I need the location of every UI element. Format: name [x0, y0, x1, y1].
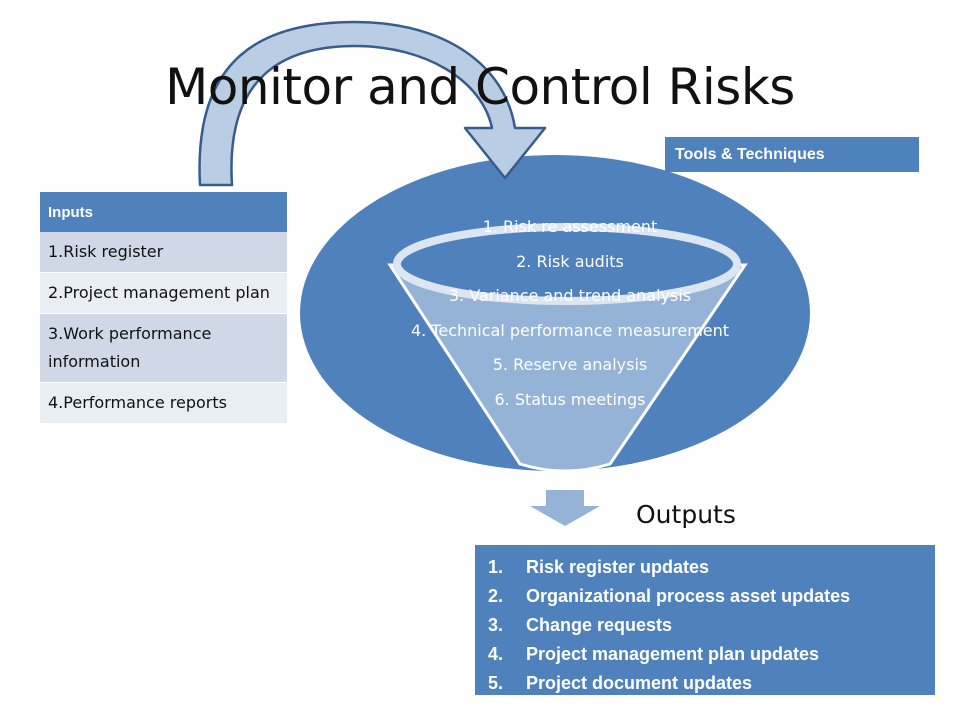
funnel-shape	[387, 263, 748, 473]
input-row: 4.Performance reports	[40, 382, 287, 424]
output-item: 3.Change requests	[488, 615, 673, 635]
tool-item: 2. Risk audits	[516, 251, 624, 271]
input-row: 2.Project management plan	[40, 272, 287, 314]
tool-item: 1. Risk re assessment	[482, 217, 658, 236]
outputs-heading: Outputs	[636, 500, 736, 529]
output-item: 2.Organizational process asset updates	[488, 586, 851, 606]
curved-arrow-icon	[198, 20, 547, 187]
funnel-rim	[393, 223, 741, 305]
inputs-table: Inputs 1.Risk register 2.Project managem…	[40, 192, 287, 424]
tool-item: 5. Reserve analysis	[492, 355, 648, 375]
inputs-header-row: Inputs	[40, 192, 287, 232]
input-item: 2.Project management plan	[40, 272, 287, 314]
down-arrow-icon	[530, 490, 600, 526]
tools-techniques-list: 1. Risk re assessment 2. Risk audits 3. …	[340, 212, 800, 420]
output-item: 5.Project document updates	[488, 673, 753, 693]
input-item: 4.Performance reports	[40, 382, 287, 424]
tools-techniques-label: Tools & Techniques	[665, 137, 919, 172]
input-row: 3.Work performance information	[40, 313, 287, 383]
tool-item: 6. Status meetings	[494, 389, 646, 409]
page-title: Monitor and Control Risks	[165, 58, 795, 116]
inputs-header: Inputs	[40, 192, 287, 232]
outputs-box: 1.Risk register updates 2.Organizational…	[475, 545, 935, 695]
tool-item: 4. Technical performance measurement	[410, 320, 730, 340]
tool-item: 3. Variance and trend analysis	[448, 286, 692, 306]
input-item: 3.Work performance information	[40, 313, 287, 383]
output-item: 1.Risk register updates	[488, 557, 710, 577]
input-item: 1.Risk register	[40, 232, 287, 273]
input-row: 1.Risk register	[40, 232, 287, 273]
output-item: 4.Project management plan updates	[488, 644, 820, 664]
